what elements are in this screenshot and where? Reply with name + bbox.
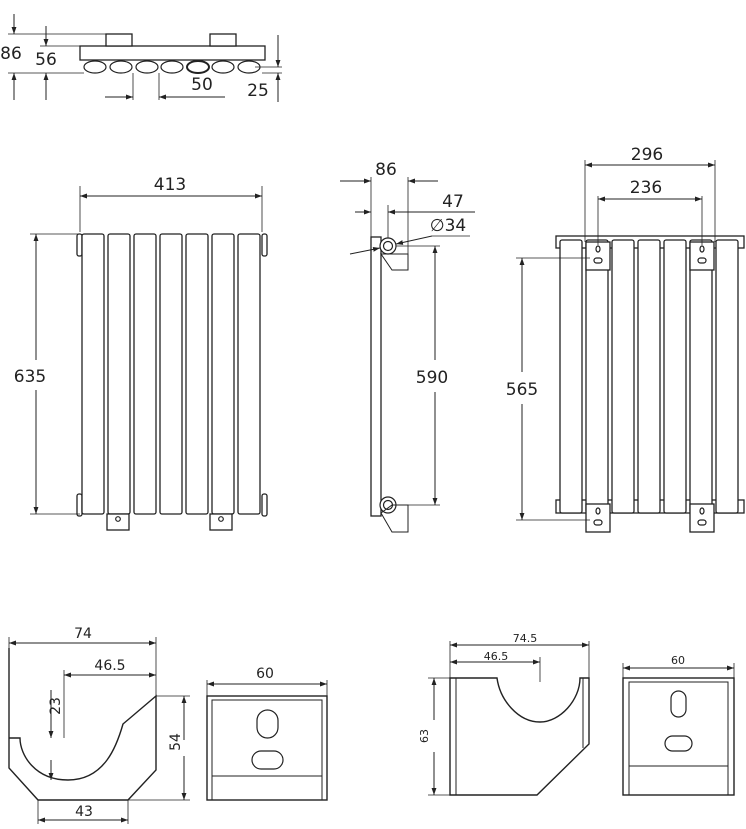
dim-back-565: 565 — [506, 380, 538, 400]
dim-top-56: 56 — [35, 50, 57, 70]
dim-bracket-left-43: 43 — [75, 804, 93, 820]
dim-front-413: 413 — [154, 175, 186, 195]
dim-front-635: 635 — [14, 367, 46, 387]
dim-bracket-left-54: 54 — [168, 733, 184, 751]
dim-bracket-right-front-60: 60 — [671, 654, 685, 667]
tube-row — [83, 60, 261, 74]
bracket-right-side: 74.5 46.5 63 — [418, 632, 590, 796]
back-tubes — [559, 239, 739, 514]
dim-bracket-right-46-5: 46.5 — [484, 650, 509, 663]
dim-bracket-right-74-5: 74.5 — [513, 632, 538, 645]
bracket-left-side: 74 46.5 23 54 43 — [8, 626, 190, 824]
dim-side-86: 86 — [375, 160, 397, 180]
back-brackets — [585, 241, 715, 533]
back-view: 296 236 565 — [506, 145, 745, 533]
dim-top-86: 86 — [0, 44, 22, 64]
dim-top-25: 25 — [247, 81, 269, 101]
bracket-right-front: 60 — [622, 654, 735, 796]
dim-bracket-left-23: 23 — [48, 697, 64, 715]
dim-side-47: 47 — [442, 192, 464, 212]
front-tubes — [81, 233, 261, 515]
dim-back-236: 236 — [630, 178, 662, 198]
side-view: 86 47 ∅34 590 — [340, 160, 475, 533]
dim-bracket-left-46-5: 46.5 — [94, 658, 125, 674]
dim-top-50: 50 — [191, 75, 213, 95]
dim-bracket-left-front-60: 60 — [256, 666, 274, 682]
dim-side-diameter: ∅34 — [430, 216, 466, 236]
top-view: 86 56 50 25 — [0, 14, 282, 102]
dim-back-296: 296 — [631, 145, 663, 165]
bracket-left-front: 60 — [206, 666, 328, 801]
dim-bracket-left-74: 74 — [74, 626, 92, 642]
dim-side-590: 590 — [416, 368, 448, 388]
front-view: 413 635 — [14, 175, 268, 531]
dim-bracket-right-63: 63 — [418, 729, 431, 743]
